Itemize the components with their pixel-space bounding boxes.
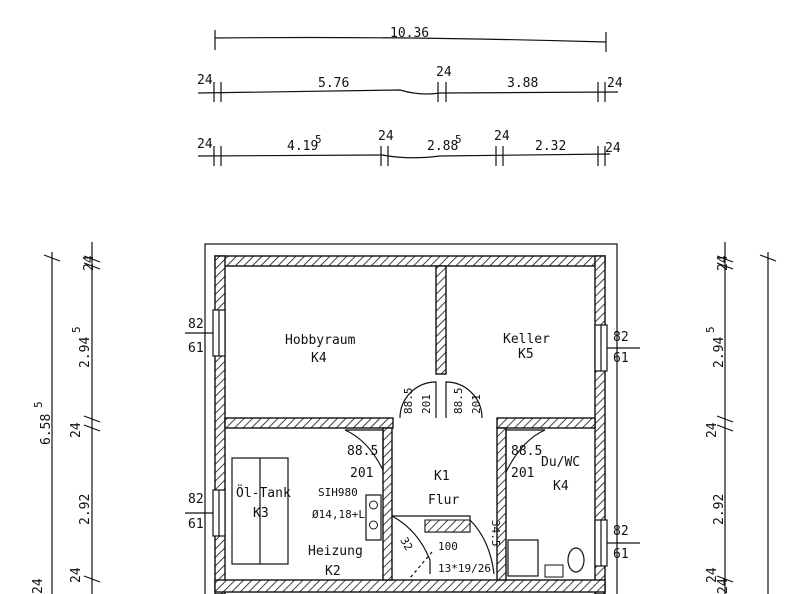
door-hobby-w: 88.5 bbox=[402, 388, 415, 415]
dim-left-6: 24 bbox=[31, 578, 46, 594]
room-keller-name: Keller bbox=[503, 332, 550, 347]
dim-right-2: 24 bbox=[705, 422, 720, 438]
dim-row1-1: 24 bbox=[197, 73, 213, 88]
dim-left-1: 2.94 bbox=[78, 337, 93, 368]
door-heizung-h: 201 bbox=[350, 466, 373, 481]
window-mark-1a: 82 bbox=[188, 317, 204, 332]
wall-flur-right bbox=[496, 427, 507, 581]
dim-row2-6: 2.32 bbox=[535, 139, 566, 154]
door-keller-h: 201 bbox=[470, 394, 483, 414]
left-dimensions: 6.58 5 2.94 5 24 2.92 24 24 24 bbox=[31, 242, 101, 594]
top-dimensions: 10.36 24 5.76 24 3.88 24 24 4.19 5 24 2.… bbox=[197, 26, 623, 166]
dim-right-1: 2.94 bbox=[712, 337, 727, 368]
door-duwc-h: 201 bbox=[511, 466, 534, 481]
dim-right-1-sup: 5 bbox=[704, 326, 717, 333]
dim-right-6: 24 bbox=[716, 578, 731, 594]
room-flur-code: K1 bbox=[434, 469, 450, 484]
room-duwc-name: Du/WC bbox=[541, 455, 580, 470]
room-heizung-code: K2 bbox=[325, 564, 341, 579]
window-mark-2b: 61 bbox=[188, 517, 204, 532]
wall-center-upper bbox=[435, 265, 447, 375]
door-heizung bbox=[344, 429, 384, 471]
dim-left-total: 6.58 bbox=[39, 414, 54, 445]
dim-right-5: 24 bbox=[716, 255, 731, 271]
room-tank-name: Öl-Tank bbox=[236, 484, 291, 501]
dim-row2-2: 4.19 bbox=[287, 139, 318, 154]
dim-row1-2: 5.76 bbox=[318, 76, 349, 91]
stair-label-4: 34.5 bbox=[489, 520, 502, 547]
dim-row2-2-sup: 5 bbox=[315, 133, 322, 146]
room-flur-name: Flur bbox=[428, 493, 459, 508]
stair-label-3: 32 bbox=[397, 535, 415, 553]
dim-row2-1: 24 bbox=[197, 137, 213, 152]
dim-row2-5: 24 bbox=[494, 129, 510, 144]
window-mark-4b: 61 bbox=[613, 547, 629, 562]
dim-left-total-sup: 5 bbox=[32, 401, 45, 408]
wall-top bbox=[214, 255, 606, 267]
window-mark-3a: 82 bbox=[613, 330, 629, 345]
dim-row1-3: 24 bbox=[436, 65, 452, 80]
doors: 88.5 201 88.5 201 88.5 201 88.5 201 bbox=[344, 381, 546, 481]
building-outline bbox=[204, 243, 618, 594]
building bbox=[204, 243, 618, 594]
toilet bbox=[567, 547, 585, 573]
dim-row1-4: 3.88 bbox=[507, 76, 538, 91]
window-mark-3b: 61 bbox=[613, 351, 629, 366]
wall-mid-right bbox=[496, 417, 596, 429]
door-hobby-h: 201 bbox=[420, 394, 433, 414]
room-duwc-code: K4 bbox=[553, 479, 569, 494]
wall-mid-left bbox=[224, 417, 394, 429]
room-hobby-code: K4 bbox=[311, 351, 327, 366]
dim-total-width: 10.36 bbox=[390, 26, 429, 41]
dim-left-5: 24 bbox=[82, 255, 97, 271]
wall-bottom bbox=[214, 579, 606, 593]
window-mark-2a: 82 bbox=[188, 492, 204, 507]
dim-left-2: 24 bbox=[69, 422, 84, 438]
dim-right-4: 24 bbox=[705, 567, 720, 583]
wall-left bbox=[214, 255, 226, 594]
room-hobby-name: Hobbyraum bbox=[285, 333, 356, 348]
window-mark-1b: 61 bbox=[188, 341, 204, 356]
dim-row1-5: 24 bbox=[607, 76, 623, 91]
dim-row2-7: 24 bbox=[605, 141, 621, 156]
shower bbox=[507, 539, 539, 577]
sink bbox=[544, 564, 564, 578]
right-dimensions: 2.94 5 24 2.92 24 24 24 bbox=[704, 242, 777, 594]
dim-left-4: 24 bbox=[69, 567, 84, 583]
door-duwc-w: 88.5 bbox=[511, 444, 542, 459]
dim-left-3: 2.92 bbox=[78, 494, 93, 525]
stair: 100 13*19/26 32 34.5 bbox=[391, 515, 502, 579]
boiler bbox=[365, 494, 382, 541]
dim-row2-3: 24 bbox=[378, 129, 394, 144]
door-keller bbox=[445, 381, 483, 419]
room-heizung-name: Heizung bbox=[308, 544, 363, 559]
windows: 82 61 82 61 82 61 82 61 bbox=[185, 309, 640, 567]
room-keller-code: K5 bbox=[518, 347, 534, 362]
door-heizung-w: 88.5 bbox=[347, 444, 378, 459]
stair-label-2: 13*19/26 bbox=[438, 562, 491, 575]
door-duwc bbox=[505, 429, 546, 473]
room-labels: Hobbyraum K4 Keller K5 K1 Flur Heizung K… bbox=[236, 332, 580, 579]
window-mark-4a: 82 bbox=[613, 524, 629, 539]
boiler-label-2: Ø14,18+L bbox=[312, 508, 365, 521]
dim-left-1-sup: 5 bbox=[70, 326, 83, 333]
dim-row2-4: 2.88 bbox=[427, 139, 458, 154]
stair-label-1: 100 bbox=[438, 540, 458, 553]
fixtures bbox=[231, 457, 585, 578]
door-keller-w: 88.5 bbox=[452, 388, 465, 415]
boiler-label-1: SIH980 bbox=[318, 486, 358, 499]
door-hobby bbox=[399, 381, 437, 419]
dim-right-3: 2.92 bbox=[712, 494, 727, 525]
room-tank-code: K3 bbox=[253, 506, 269, 521]
wall-flur-left bbox=[382, 427, 393, 581]
dim-row2-4-sup: 5 bbox=[455, 133, 462, 146]
